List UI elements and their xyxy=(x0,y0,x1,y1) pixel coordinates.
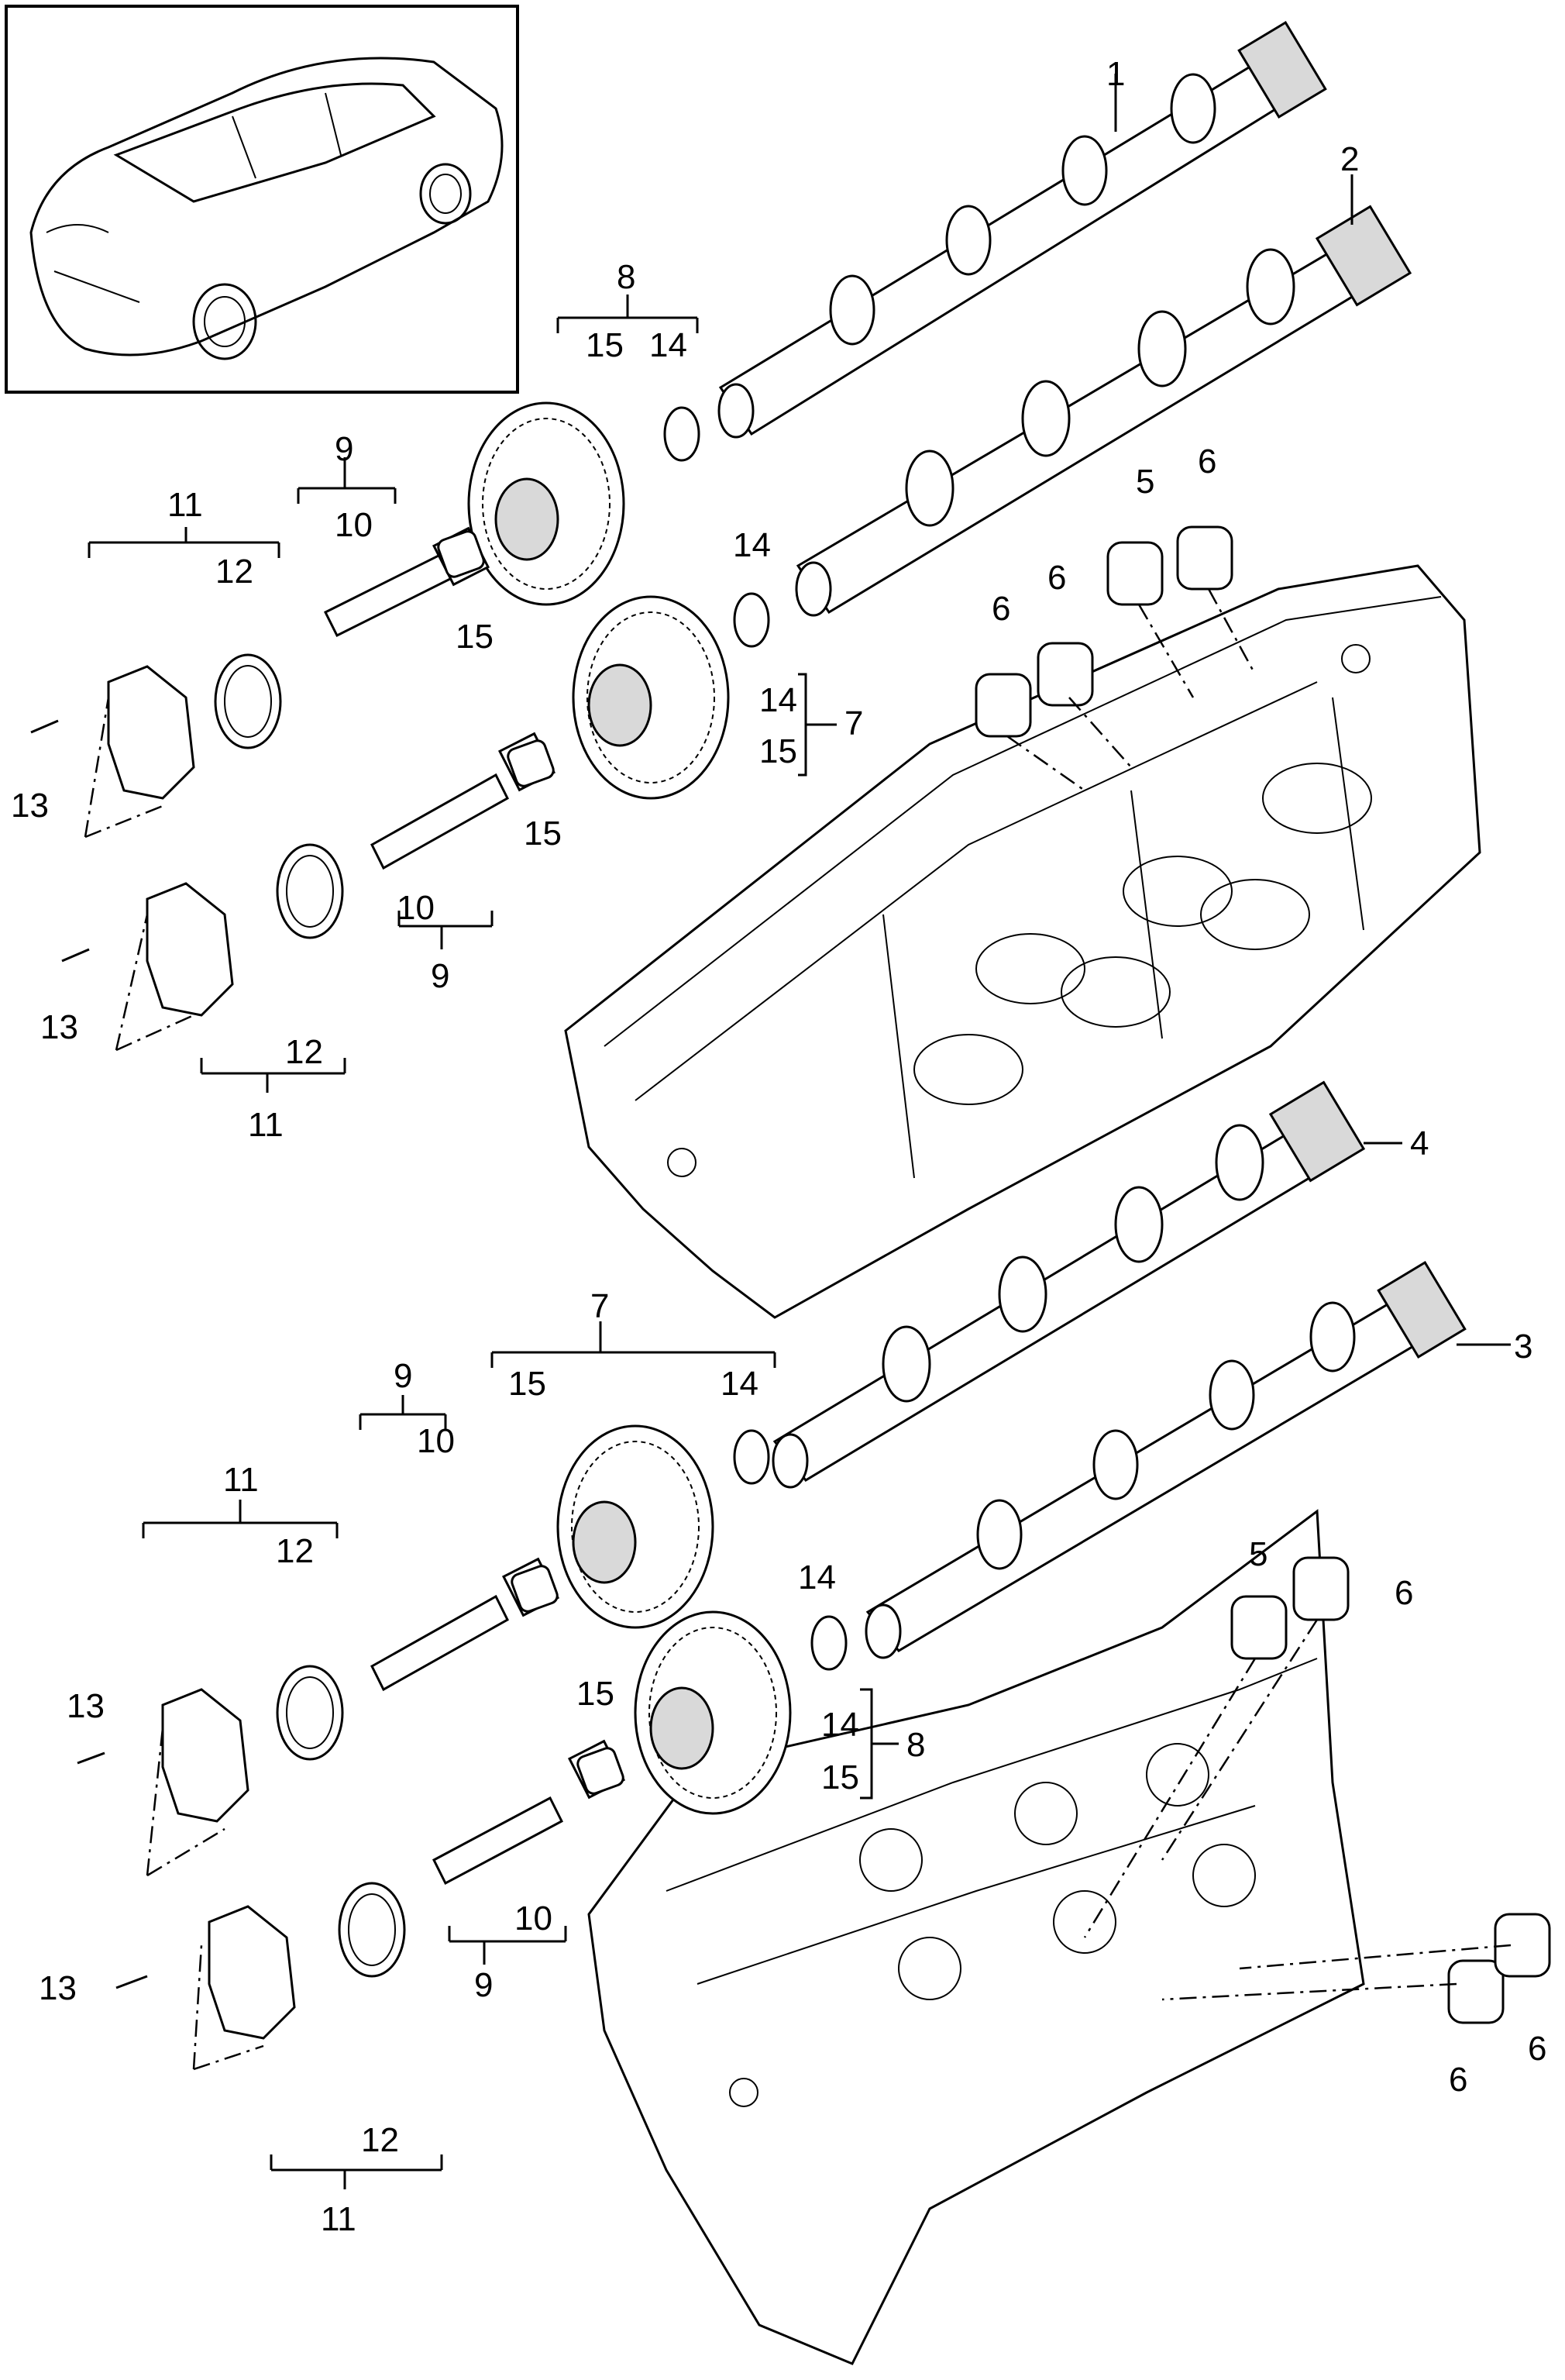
callout-1: 1 xyxy=(1106,55,1125,93)
callout-14: 14 xyxy=(821,1706,859,1744)
callout-15: 15 xyxy=(821,1758,859,1796)
tappets xyxy=(975,525,1551,2024)
callout-13: 13 xyxy=(11,787,49,825)
callout-9: 9 xyxy=(474,1966,493,2004)
callout-10: 10 xyxy=(397,889,435,927)
callout-14: 14 xyxy=(733,526,771,564)
covers-seals-bolts xyxy=(30,653,406,2040)
callout-7: 7 xyxy=(590,1287,609,1325)
camshaft-adjuster-lower-7 xyxy=(556,1424,714,1629)
callout-13: 13 xyxy=(39,1969,77,2007)
callout-6: 6 xyxy=(1395,1574,1413,1612)
callout-15: 15 xyxy=(759,732,797,770)
callout-6: 6 xyxy=(1528,2030,1546,2068)
callout-13: 13 xyxy=(40,1008,78,1046)
callout-12: 12 xyxy=(361,2121,399,2159)
callout-12: 12 xyxy=(276,1532,314,1570)
camshaft-1 xyxy=(717,21,1327,439)
callout-9: 9 xyxy=(394,1357,412,1395)
callout-9: 9 xyxy=(335,430,353,468)
callout-5: 5 xyxy=(1136,463,1154,501)
cylinder-head-upper xyxy=(564,564,1481,1319)
callout-11: 11 xyxy=(248,1106,284,1144)
callout-10: 10 xyxy=(335,506,373,544)
camshaft-adjuster-lower-8 xyxy=(634,1610,792,1815)
callout-11: 11 xyxy=(223,1461,259,1499)
callout-4: 4 xyxy=(1410,1125,1429,1162)
callout-9: 9 xyxy=(431,957,449,995)
callout-3: 3 xyxy=(1514,1328,1532,1366)
camshaft-4 xyxy=(772,1080,1366,1489)
guide-lines xyxy=(84,588,1512,2071)
callout-8: 8 xyxy=(617,258,635,296)
camshaft-adjuster-upper-8 xyxy=(467,401,625,606)
callout-15: 15 xyxy=(586,326,624,364)
callout-14: 14 xyxy=(649,326,687,364)
callout-12: 12 xyxy=(215,553,253,591)
seal-rings-bushings xyxy=(437,406,848,1795)
callout-11: 11 xyxy=(167,486,203,524)
callout-6: 6 xyxy=(1449,2061,1467,2099)
central-valves xyxy=(323,526,626,1886)
callout-6: 6 xyxy=(1047,559,1066,597)
callout-labels: 1 2 8 15 14 9 11 10 5 6 14 12 6 6 15 14 … xyxy=(11,55,1546,2238)
callout-13: 13 xyxy=(67,1687,105,1725)
callout-14: 14 xyxy=(759,681,797,719)
camshaft-3 xyxy=(865,1261,1467,1659)
callout-5: 5 xyxy=(1249,1535,1267,1573)
camshaft-adjuster-upper-7 xyxy=(572,595,730,800)
callout-6: 6 xyxy=(992,590,1010,628)
leader-lines xyxy=(88,74,1511,2189)
cylinder-head-lower xyxy=(587,1509,1365,2365)
callout-2: 2 xyxy=(1340,140,1359,178)
callout-11: 11 xyxy=(321,2200,356,2238)
camshaft-2 xyxy=(795,205,1412,617)
callout-10: 10 xyxy=(514,1900,552,1937)
callout-8: 8 xyxy=(906,1726,925,1764)
callout-12: 12 xyxy=(285,1033,323,1071)
callout-10: 10 xyxy=(417,1422,455,1460)
callout-15: 15 xyxy=(456,618,494,656)
callout-15: 15 xyxy=(576,1675,614,1713)
callout-15: 15 xyxy=(524,815,562,852)
callout-14: 14 xyxy=(721,1365,758,1403)
callout-14: 14 xyxy=(798,1559,836,1596)
callout-15: 15 xyxy=(508,1365,546,1403)
callout-7: 7 xyxy=(844,704,863,742)
vehicle-thumbnail xyxy=(5,5,519,394)
callout-6: 6 xyxy=(1198,443,1216,480)
